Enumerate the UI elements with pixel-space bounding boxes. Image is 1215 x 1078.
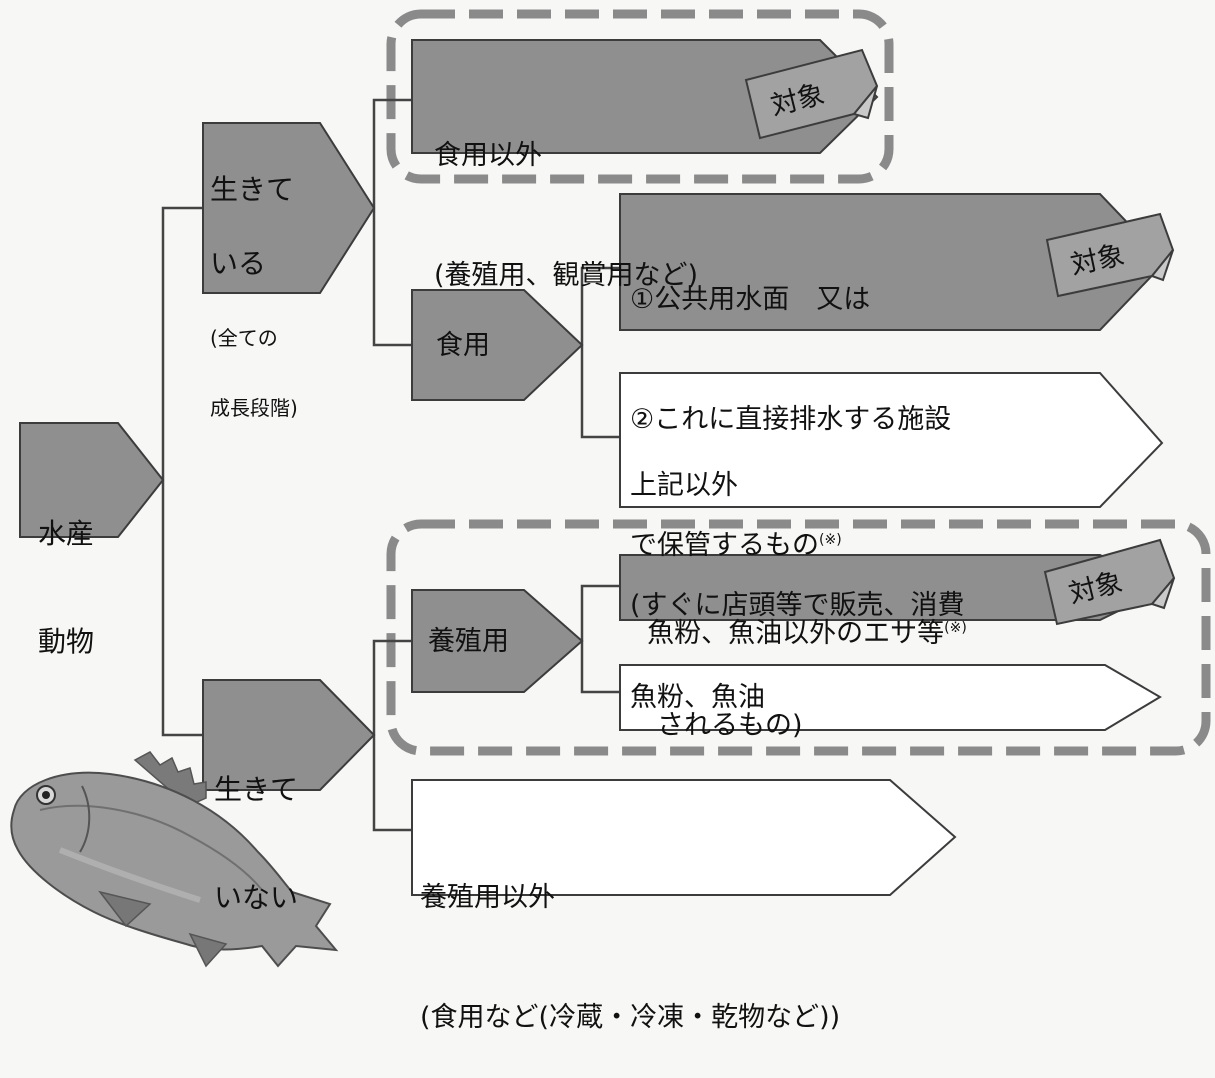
connector-food (580, 266, 620, 439)
target-tags (744, 48, 1176, 626)
target-tag-3 (1043, 538, 1176, 626)
target-group-non-food (386, 9, 894, 184)
alive-label-line2: いる (210, 247, 267, 280)
fish-illustration (10, 751, 339, 968)
aquaculture-label: 養殖用 (428, 626, 509, 657)
node-non-aquaculture (411, 779, 957, 896)
target-tag-2 (1045, 212, 1175, 298)
node-root (19, 422, 165, 538)
connector-root (161, 206, 203, 737)
feed-note: (※) (944, 620, 967, 636)
non-aquaculture-line2: (食用など(冷蔵・冷凍・乾物など)) (420, 1002, 841, 1033)
node-not-alive (202, 679, 376, 791)
node-alive (202, 122, 376, 294)
root-label-line2: 動物 (38, 625, 95, 658)
non-aquaculture-label: 養殖用以外 (食用など(冷蔵・冷凍・乾物など)) (420, 798, 840, 1078)
not-alive-label: 生きて いない (214, 700, 298, 952)
food-other-line2: (すぐに店頭等で販売、消費 (630, 590, 965, 621)
food-target-label: ①公共用水面 又は ②これに直接排水する施設 で保管するもの(※) (630, 200, 951, 606)
alive-note-line2: 成長段階) (210, 396, 298, 420)
target-tag-1 (744, 48, 879, 140)
target-group-aquaculture (386, 519, 1211, 756)
food-other-label: 上記以外 (すぐに店頭等で販売、消費 されるもの) (630, 386, 965, 786)
not-alive-label-line2: いない (214, 881, 299, 914)
non-aquaculture-line1: 養殖用以外 (420, 882, 555, 913)
food-label: 食用 (436, 330, 490, 361)
node-fishmeal (619, 664, 1162, 731)
node-aquaculture (411, 589, 584, 693)
root-label-line1: 水産 (38, 517, 95, 550)
feed-label: 魚粉、魚油以外のエサ等(※) (630, 568, 967, 654)
food-target-note: (※) (819, 532, 842, 548)
non-food-label-line1: 食用以外 (434, 140, 542, 171)
food-other-line3: されるもの) (630, 710, 803, 741)
node-food-other (619, 372, 1164, 508)
not-alive-label-line1: 生きて (214, 773, 299, 806)
root-label: 水産 動物 (38, 444, 94, 696)
non-food-label-line2: (養殖用、観賞用など) (434, 260, 699, 291)
node-food (411, 289, 584, 401)
alive-label: 生きて いる (全ての 成長段階) (210, 134, 298, 443)
food-target-line2: ②これに直接排水する施設 (630, 404, 952, 435)
feed-label-text: 魚粉、魚油以外のエサ等 (647, 618, 945, 649)
node-food-target (619, 193, 1167, 331)
connector-aquaculture (580, 584, 620, 694)
alive-note-line1: (全ての (210, 326, 278, 350)
food-other-line1: 上記以外 (630, 470, 738, 501)
food-target-line3: で保管するもの (630, 530, 819, 561)
flowchart-diagram (10, 9, 1211, 968)
alive-label-line1: 生きて (210, 173, 295, 206)
food-target-line1: ①公共用水面 又は (630, 284, 871, 315)
fishmeal-label: 魚粉、魚油 (630, 682, 765, 713)
connector-alive (372, 98, 412, 347)
non-food-label: 食用以外 (養殖用、観賞用など) (434, 56, 698, 336)
